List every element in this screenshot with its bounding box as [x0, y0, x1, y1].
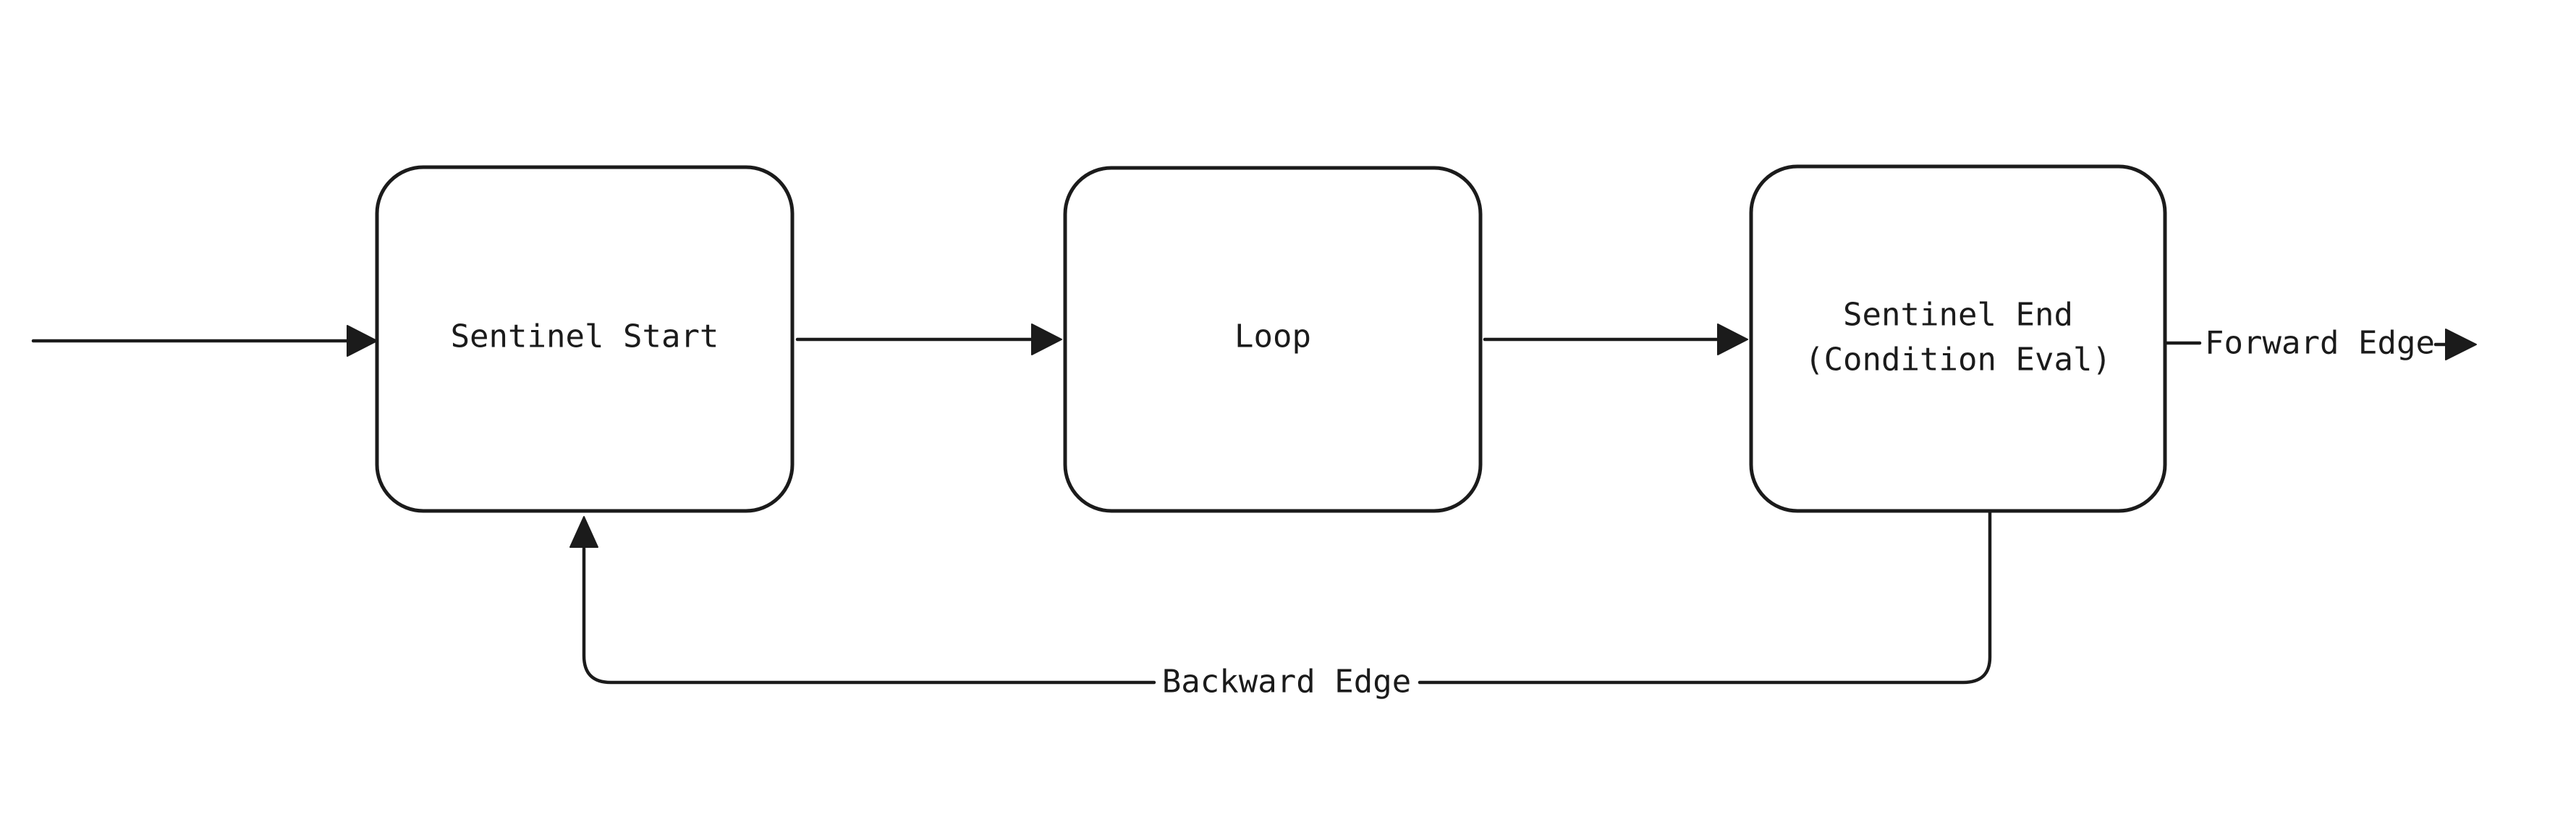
backward-edge: Backward Edge [569, 510, 1992, 701]
node-sentinel-end-label-line1: Sentinel End [1843, 297, 2073, 334]
entry-edge [31, 325, 378, 357]
node-loop-box [1063, 166, 1483, 513]
forward-edge: Forward Edge [2164, 325, 2477, 362]
backward-edge-path-left [582, 546, 1156, 685]
backward-edge-path-right [1418, 510, 1992, 685]
node-loop: Loop [1063, 166, 1483, 513]
forward-edge-arrowhead-icon [2445, 329, 2477, 360]
backward-edge-label: Backward Edge [1162, 664, 1411, 701]
node-sentinel-start-label: Sentinel Start [451, 318, 719, 355]
entry-edge-arrowhead-icon [347, 325, 378, 357]
node-sentinel-end: Sentinel End (Condition Eval) [1749, 164, 2167, 513]
edge-loop-to-end [1483, 323, 1748, 355]
edge-start-to-loop-arrowhead-icon [1031, 323, 1062, 355]
backward-edge-arrowhead-icon [569, 516, 598, 548]
node-loop-label: Loop [1234, 318, 1311, 355]
node-sentinel-start: Sentinel Start [375, 165, 795, 513]
edge-loop-to-end-arrowhead-icon [1717, 323, 1748, 355]
node-sentinel-end-box [1749, 164, 2167, 513]
node-sentinel-start-box [375, 165, 795, 513]
node-sentinel-end-label-line2: (Condition Eval) [1805, 342, 2111, 378]
edge-start-to-loop [795, 323, 1062, 355]
forward-edge-label: Forward Edge [2205, 325, 2435, 362]
